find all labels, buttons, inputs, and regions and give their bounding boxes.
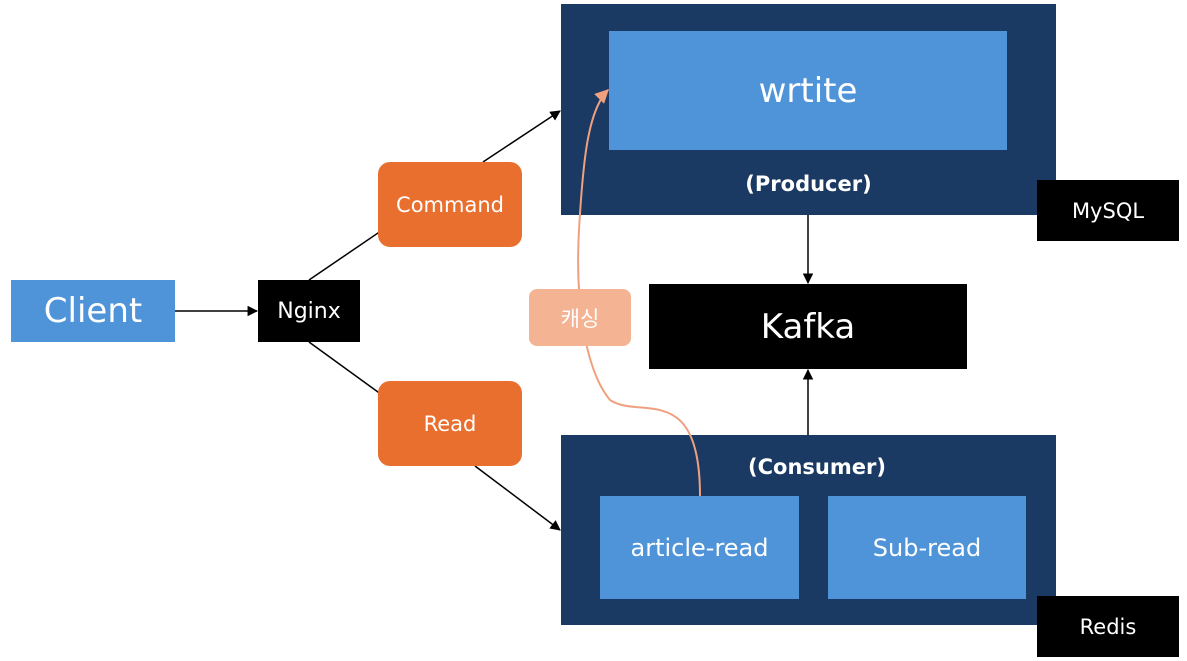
nginx-node: Nginx xyxy=(258,280,360,342)
caching-label: 캐싱 xyxy=(560,306,600,331)
sub-read-label: Sub-read xyxy=(872,533,982,562)
caching-tag: 캐싱 xyxy=(529,289,631,346)
article-read-service: article-read xyxy=(600,496,799,599)
redis-node: Redis xyxy=(1037,596,1179,657)
redis-label: Redis xyxy=(1079,614,1137,639)
consumer-label: (Consumer) xyxy=(748,455,886,479)
client-node: Client xyxy=(11,280,175,342)
producer-label: (Producer) xyxy=(745,172,872,196)
write-service-label: wrtite xyxy=(758,70,858,111)
read-to-consumer-arrow xyxy=(474,465,561,531)
command-route: Command xyxy=(378,162,522,247)
sub-read-service: Sub-read xyxy=(828,496,1026,599)
client-label: Client xyxy=(43,291,143,331)
kafka-node: Kafka xyxy=(649,284,967,369)
read-label: Read xyxy=(423,411,477,436)
mysql-label: MySQL xyxy=(1071,198,1145,223)
article-read-label: article-read xyxy=(630,533,769,562)
mysql-node: MySQL xyxy=(1037,180,1179,241)
command-to-producer-arrow xyxy=(482,110,561,163)
write-service: wrtite xyxy=(609,31,1007,150)
read-route: Read xyxy=(378,381,522,466)
command-label: Command xyxy=(396,192,504,217)
nginx-label: Nginx xyxy=(277,298,341,324)
kafka-label: Kafka xyxy=(760,306,856,347)
